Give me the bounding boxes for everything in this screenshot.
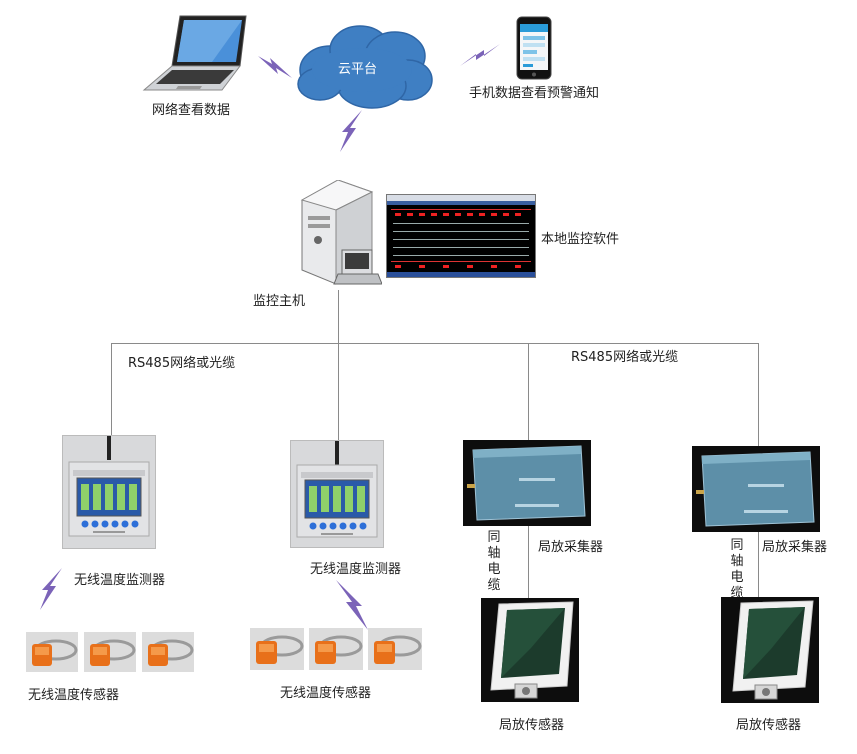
temperature-sensor-2b [309, 628, 363, 670]
temperature-sensor-1b [84, 632, 136, 672]
collector1-label: 局放采集器 [538, 540, 604, 555]
sensors2-label: 无线温度传感器 [280, 686, 372, 701]
pd-sensor2-label: 局放传感器 [736, 718, 802, 733]
drop-line-collector2 [758, 343, 759, 448]
monitoring-software-screenshot [386, 194, 536, 278]
pd-collector-1 [463, 440, 591, 526]
sensors1-label: 无线温度传感器 [28, 688, 120, 703]
drop-line-monitor1 [111, 343, 112, 438]
lightning-icon-phone [460, 44, 500, 68]
pd-collector-2 [692, 446, 820, 532]
server-tower-icon [298, 180, 382, 290]
lightning-icon-monitor1 [40, 568, 64, 610]
temperature-sensor-1c [142, 632, 194, 672]
link-label-right: RS485网络或光缆 [571, 350, 679, 365]
lightning-icon-monitor2 [336, 580, 368, 630]
drop-line-monitor2 [338, 343, 339, 443]
temperature-sensor-2a [250, 628, 304, 670]
host-label: 监控主机 [253, 294, 306, 309]
laptop-label: 网络查看数据 [152, 103, 231, 118]
pd-sensor1-label: 局放传感器 [499, 718, 565, 733]
monitor2-label: 无线温度监测器 [310, 562, 402, 577]
temperature-monitor-2 [290, 440, 384, 548]
coax-cable-label-1: 同 轴 电 缆 [487, 530, 501, 593]
monitor1-label: 无线温度监测器 [74, 573, 166, 588]
lightning-icon-laptop [258, 54, 292, 80]
cloud-label: 云平台 [338, 62, 378, 77]
coax-line-1 [528, 525, 529, 603]
phone-icon [516, 16, 552, 80]
coax-line-2 [758, 530, 759, 602]
coax-cable-label-2: 同 轴 电 缆 [730, 538, 744, 601]
pd-sensor-1 [481, 598, 579, 702]
link-label-left: RS485网络或光缆 [128, 356, 236, 371]
lightning-icon-host [340, 110, 364, 152]
temperature-sensor-2c [368, 628, 422, 670]
phone-label: 手机数据查看预警通知 [469, 86, 600, 101]
laptop-icon [142, 14, 252, 94]
pd-sensor-2 [721, 597, 819, 703]
cloud-icon [290, 18, 440, 110]
bus-line [111, 343, 758, 344]
software-label: 本地监控软件 [541, 232, 620, 247]
temperature-sensor-1a [26, 632, 78, 672]
drop-line-collector1 [528, 343, 529, 443]
temperature-monitor-1 [62, 435, 156, 549]
host-trunk-line [338, 290, 339, 343]
collector2-label: 局放采集器 [762, 540, 828, 555]
